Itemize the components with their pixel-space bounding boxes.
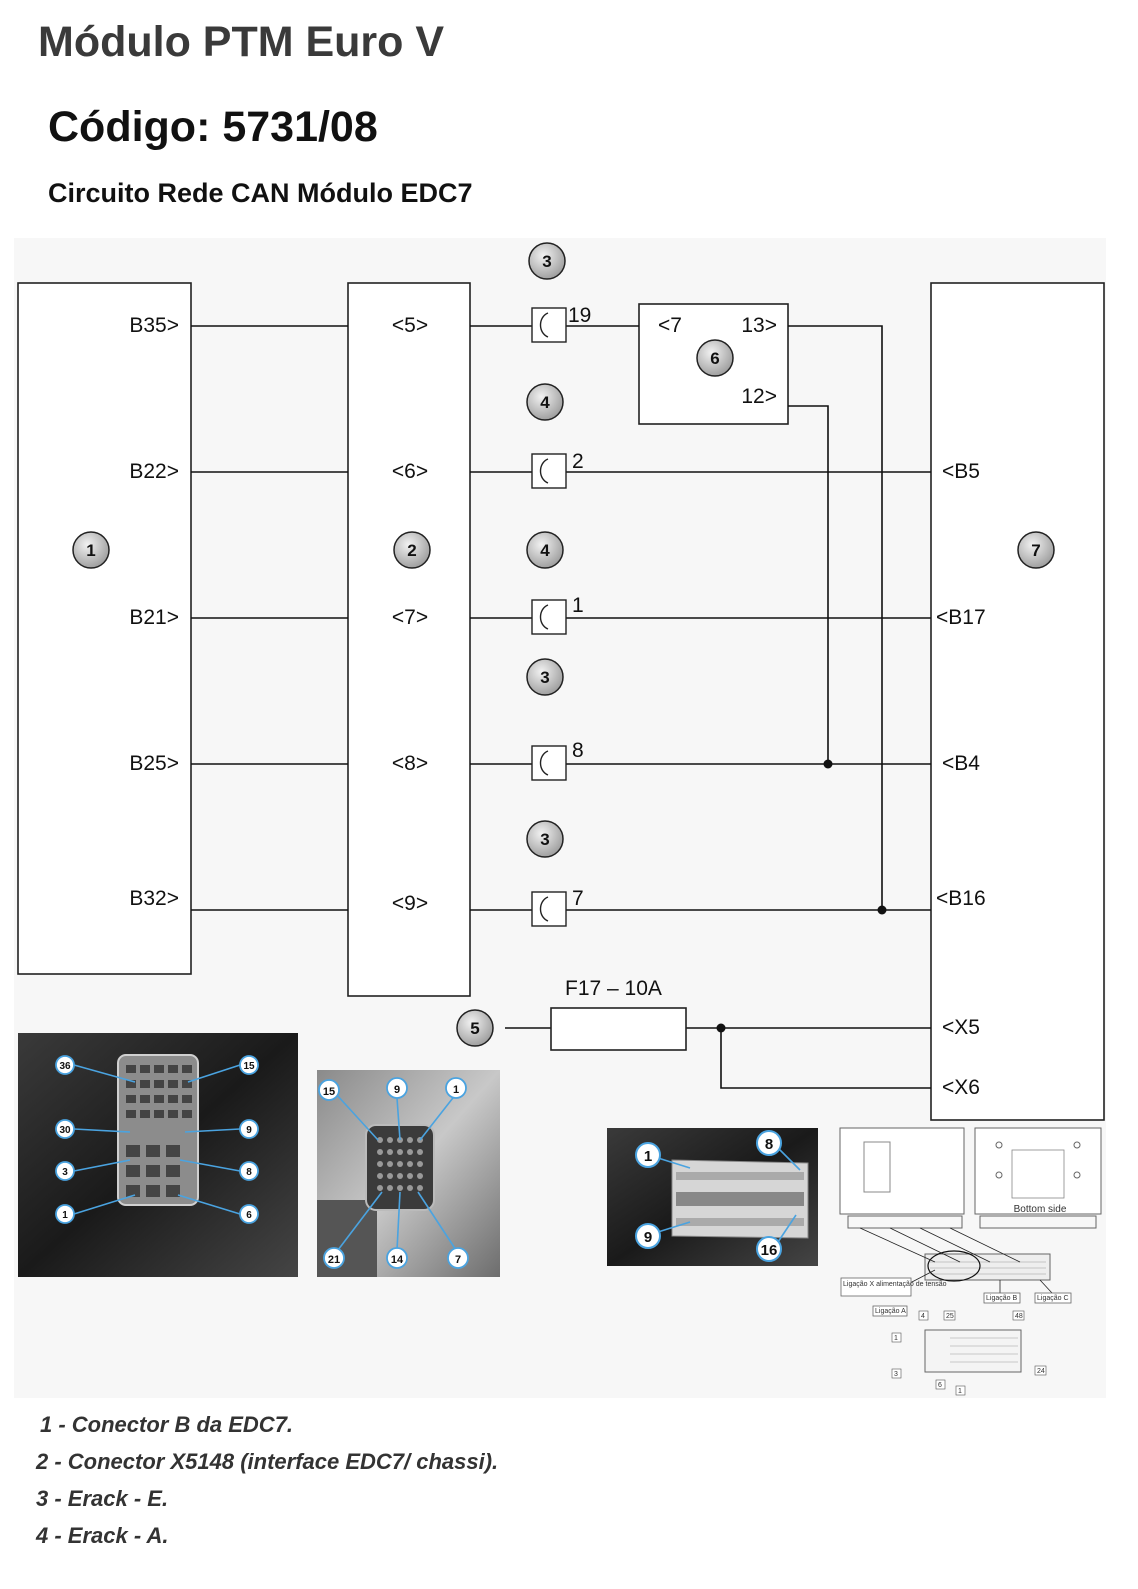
photo-c-pin: 9 bbox=[644, 1229, 652, 1246]
callout-number: 4 bbox=[540, 541, 550, 560]
photo-a-pin: 1 bbox=[62, 1210, 68, 1221]
ligacao-x-label: Ligação X alimentação de tensão bbox=[843, 1281, 947, 1288]
module-2-pin-label: <8> bbox=[392, 752, 428, 775]
module-2-pin-label: <6> bbox=[392, 460, 428, 483]
page-title: Módulo PTM Euro V bbox=[38, 18, 445, 66]
module-1-pin-label: B35> bbox=[129, 314, 179, 337]
edc7-pin-label: 25 bbox=[946, 1313, 954, 1320]
edc7-pin-label: 1 bbox=[894, 1335, 898, 1342]
callout-6: 6 bbox=[696, 339, 734, 377]
photo-b-pin: 21 bbox=[328, 1254, 340, 1266]
module-7-pin-label: <B5 bbox=[942, 460, 980, 483]
fuse-f17 bbox=[550, 1007, 687, 1051]
module-7-pin-label: <B17 bbox=[936, 606, 986, 629]
circuit-subtitle: Circuito Rede CAN Módulo EDC7 bbox=[48, 178, 473, 208]
callout-number: 4 bbox=[540, 393, 550, 412]
erack-pin-label: 1 bbox=[572, 594, 584, 617]
callout-number: 2 bbox=[407, 541, 416, 560]
module-1-pin-label: B21> bbox=[129, 606, 179, 629]
legend-item: 3 - Erack - E. bbox=[36, 1486, 169, 1511]
module-1-box bbox=[17, 282, 192, 975]
callout-number: 3 bbox=[540, 668, 549, 687]
callout-1: 1 bbox=[72, 531, 110, 569]
ligacao-a-label: Ligação A bbox=[875, 1308, 906, 1315]
wires bbox=[191, 325, 931, 1089]
edc7-pin-label: 6 bbox=[938, 1382, 942, 1389]
legend-item: 4 - Erack - A. bbox=[36, 1523, 169, 1548]
erack-pin-label: 19 bbox=[568, 304, 591, 327]
junction-dot bbox=[823, 759, 833, 769]
callout-3: 3 bbox=[526, 658, 564, 696]
callout-3: 3 bbox=[528, 242, 566, 280]
module-7-pin-label: <B16 bbox=[936, 887, 986, 910]
callout-4: 4 bbox=[526, 531, 564, 569]
fuse-label: F17 – 10A bbox=[565, 977, 662, 1000]
photo-a-pin: 15 bbox=[243, 1061, 255, 1072]
legend-list: 1 - Conector B da EDC7. 2 - Conector X51… bbox=[36, 1406, 498, 1554]
photo-erack-connector: 1 8 9 16 bbox=[607, 1128, 818, 1266]
photo-b-pin: 1 bbox=[453, 1084, 459, 1096]
erack-pin-label: 2 bbox=[572, 450, 584, 473]
legend-item: 1 - Conector B da EDC7. bbox=[40, 1412, 294, 1437]
photo-c-pin: 16 bbox=[761, 1242, 778, 1259]
erack-pin-label: 7 bbox=[572, 887, 584, 910]
legend-item: 2 - Conector X5148 (interface EDC7/ chas… bbox=[36, 1449, 499, 1474]
junction-dot bbox=[716, 1023, 726, 1033]
ligacao-b-label: Ligação B bbox=[986, 1295, 1017, 1302]
photo-a-pin: 3 bbox=[62, 1167, 68, 1178]
photo-a-pin: 30 bbox=[59, 1125, 71, 1136]
edc7-pin-label: 48 bbox=[1015, 1313, 1023, 1320]
photo-a-pin: 9 bbox=[246, 1125, 252, 1136]
photo-b-pin: 15 bbox=[323, 1086, 335, 1098]
edc7-pin-label: 3 bbox=[894, 1371, 898, 1378]
photo-c-pin: 8 bbox=[765, 1136, 773, 1153]
photo-a-pin: 8 bbox=[246, 1167, 252, 1178]
photo-b-pin: 14 bbox=[391, 1254, 404, 1266]
module-7-pin-label: <X5 bbox=[942, 1016, 980, 1039]
module-2-pin-label: <5> bbox=[392, 314, 428, 337]
callout-4: 4 bbox=[526, 383, 564, 421]
erack-connectors bbox=[531, 307, 567, 927]
photo-b-pin: 7 bbox=[455, 1254, 461, 1266]
erack-pin-label: 8 bbox=[572, 739, 584, 762]
module-7-box bbox=[930, 282, 1105, 1121]
ligacao-c-label: Ligação C bbox=[1037, 1295, 1069, 1302]
photo-connector-b: 36 15 30 9 3 8 1 6 bbox=[18, 1033, 298, 1277]
callout-7: 7 bbox=[1017, 531, 1055, 569]
module-6-pin-label: 13> bbox=[741, 314, 777, 337]
photo-a-pin: 6 bbox=[246, 1210, 252, 1221]
bottom-side-label: Bottom side bbox=[1014, 1204, 1067, 1215]
module-1-pin-label: B25> bbox=[129, 752, 179, 775]
callout-2: 2 bbox=[393, 531, 431, 569]
photo-a-pin: 36 bbox=[59, 1061, 71, 1072]
module-7-pin-label: <B4 bbox=[942, 752, 980, 775]
photo-c-pin: 1 bbox=[644, 1148, 652, 1165]
edc7-pin-label: 1 bbox=[958, 1388, 962, 1395]
callout-number: 6 bbox=[710, 349, 719, 368]
module-2-pin-label: <7> bbox=[392, 606, 428, 629]
callout-number: 5 bbox=[470, 1019, 479, 1038]
callout-3: 3 bbox=[526, 820, 564, 858]
photo-b-pin: 9 bbox=[394, 1084, 400, 1096]
callout-number: 3 bbox=[540, 830, 549, 849]
module-1-pin-label: B22> bbox=[129, 460, 179, 483]
photo-connector-x5148: 15 9 1 21 14 7 bbox=[317, 1070, 500, 1277]
wiring-diagram: F17 – 10A 19 2 1 8 7 B35> B22> B21> B25>… bbox=[17, 242, 1105, 1396]
callout-number: 1 bbox=[86, 541, 95, 560]
edc7-pin-label: 4 bbox=[921, 1313, 925, 1320]
module-1-pin-label: B32> bbox=[129, 887, 179, 910]
edc7-pin-label: 24 bbox=[1037, 1368, 1045, 1375]
callout-number: 3 bbox=[542, 252, 551, 271]
module-2-pin-label: <9> bbox=[392, 892, 428, 915]
module-6-pin-label: 12> bbox=[741, 385, 777, 408]
module-6-pin-label: <7 bbox=[658, 314, 682, 337]
junction-dot bbox=[877, 905, 887, 915]
callout-number: 7 bbox=[1031, 541, 1040, 560]
module-7-pin-label: <X6 bbox=[942, 1076, 980, 1099]
edc7-module-drawing: Bottom side Ligação X alimentação de ten… bbox=[839, 1127, 1102, 1396]
code-heading: Código: 5731/08 bbox=[48, 103, 378, 151]
module-2-box bbox=[347, 282, 471, 997]
callout-5: 5 bbox=[456, 1009, 494, 1047]
